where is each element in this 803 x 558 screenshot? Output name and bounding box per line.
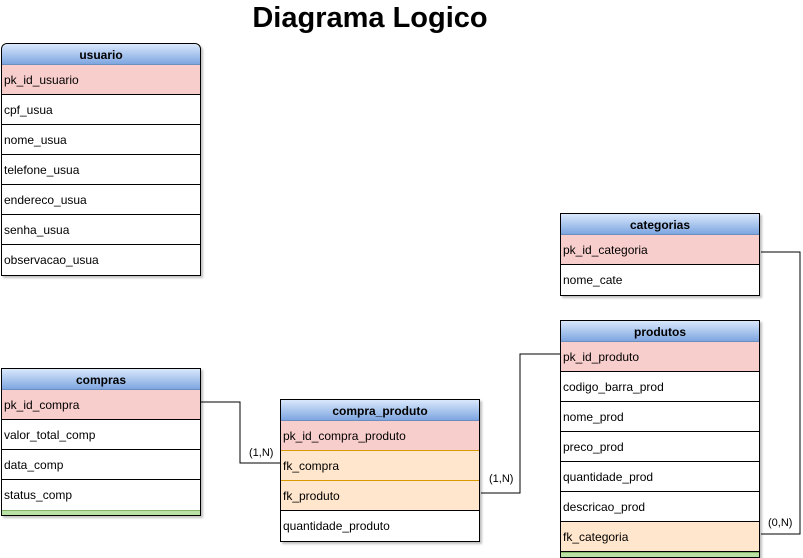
- field-codigo-barra-prod: codigo_barra_prod: [561, 372, 759, 402]
- cardinality-produtos-compra-produto: (1,N): [489, 473, 514, 485]
- field-descricao-prod: descricao_prod: [561, 492, 759, 522]
- entity-header-compra-produto: compra_produto: [281, 400, 479, 421]
- field-senha-usua: senha_usua: [2, 215, 200, 245]
- field-nome-usua: nome_usua: [2, 125, 200, 155]
- field-quantidade-prod: quantidade_prod: [561, 462, 759, 492]
- field-cpf-usua: cpf_usua: [2, 95, 200, 125]
- field-fk-categoria: fk_categoria: [561, 522, 759, 552]
- entity-categorias[interactable]: categorias pk_id_categoria nome_cate: [560, 213, 760, 296]
- entity-header-usuario: usuario: [2, 44, 200, 65]
- cardinality-categorias-produtos: (0,N): [768, 517, 793, 529]
- field-pk-id-usuario: pk_id_usuario: [2, 65, 200, 95]
- entity-compras[interactable]: compras pk_id_compra valor_total_comp da…: [1, 368, 201, 516]
- connector-produtos-compra-produto: [481, 353, 560, 494]
- entity-footer-bar: [2, 510, 200, 515]
- cardinality-compras-compra-produto: (1,N): [249, 447, 274, 459]
- connector-categorias-produtos: [761, 251, 801, 535]
- field-observacao-usua: observacao_usua: [4, 253, 99, 267]
- field-nome-cate: nome_cate: [563, 273, 623, 287]
- field-fk-produto: fk_produto: [281, 481, 479, 511]
- entity-header-compras: compras: [2, 369, 200, 390]
- field-pk-id-produto: pk_id_produto: [561, 342, 759, 372]
- field-quantidade-produto: quantidade_produto: [283, 519, 390, 533]
- connector-compras-compra-produto: [201, 401, 280, 464]
- entity-header-categorias: categorias: [561, 214, 759, 235]
- field-pk-id-compra-produto: pk_id_compra_produto: [281, 421, 479, 451]
- field-fk-compra: fk_compra: [281, 451, 479, 481]
- entity-header-produtos: produtos: [561, 321, 759, 342]
- field-telefone-usua: telefone_usua: [2, 155, 200, 185]
- entity-compra-produto[interactable]: compra_produto pk_id_compra_produto fk_c…: [280, 399, 480, 542]
- field-pk-id-compra: pk_id_compra: [2, 390, 200, 420]
- field-nome-prod: nome_prod: [561, 402, 759, 432]
- entity-usuario[interactable]: usuario pk_id_usuario cpf_usua nome_usua…: [1, 43, 201, 276]
- field-preco-prod: preco_prod: [561, 432, 759, 462]
- field-valor-total-comp: valor_total_comp: [2, 420, 200, 450]
- field-pk-id-categoria: pk_id_categoria: [561, 235, 759, 265]
- field-status-comp: status_comp: [4, 488, 73, 502]
- field-endereco-usua: endereco_usua: [2, 185, 200, 215]
- field-data-comp: data_comp: [2, 450, 200, 480]
- entity-produtos[interactable]: produtos pk_id_produto codigo_barra_prod…: [560, 320, 760, 558]
- entity-footer-bar: [561, 552, 759, 557]
- diagram-title: Diagrama Logico: [252, 2, 488, 34]
